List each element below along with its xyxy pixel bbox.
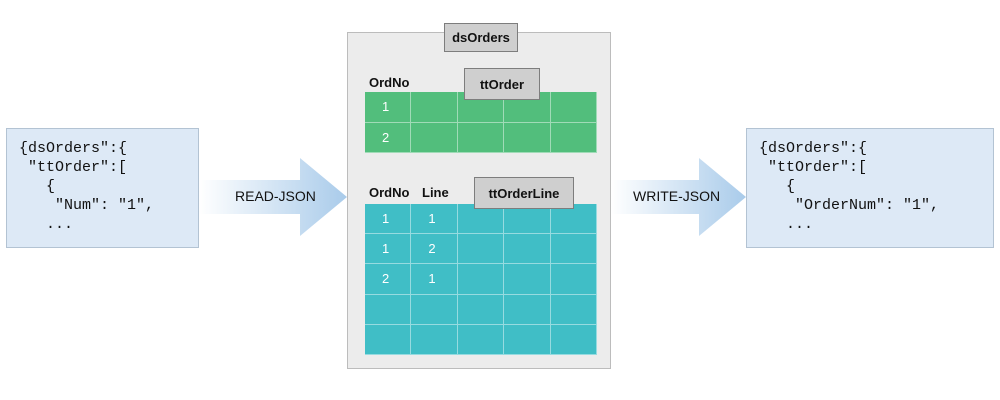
table-cell	[504, 294, 551, 325]
table-cell	[550, 234, 597, 265]
table-cell	[457, 122, 505, 153]
table-cell: 1	[365, 204, 412, 235]
tt-orderline-name: ttOrderLine	[474, 177, 574, 209]
table-cell	[411, 92, 458, 123]
json-line: ...	[759, 216, 814, 233]
table-cell	[457, 234, 505, 265]
table-cell	[504, 92, 551, 123]
table-cell: 2	[411, 234, 458, 265]
json-line: {	[759, 178, 796, 195]
table-cell	[411, 122, 458, 153]
table-cell	[504, 204, 551, 235]
table-cell: 2	[365, 264, 412, 295]
json-line: {dsOrders":{	[19, 140, 128, 157]
json-line: "OrderNum": "1",	[759, 197, 940, 214]
table-cell	[504, 324, 551, 355]
table-cell: 1	[411, 204, 458, 235]
json-line: "Num": "1",	[19, 197, 155, 214]
write-json-arrow	[611, 158, 746, 236]
read-json-label: READ-JSON	[235, 188, 316, 204]
table-cell	[365, 294, 412, 325]
tt-order-col-ordno: OrdNo	[369, 75, 410, 90]
table-cell: 1	[365, 92, 412, 123]
table-cell	[550, 122, 597, 153]
table-cell	[457, 204, 505, 235]
json-input-box: {dsOrders":{ "ttOrder":[ { "Num": "1", .…	[6, 128, 199, 248]
tt-orderline-col-ordno: OrdNo	[369, 185, 410, 200]
table-cell	[411, 294, 458, 325]
table-cell	[550, 264, 597, 295]
table-cell: 1	[411, 264, 458, 295]
table-cell	[550, 294, 597, 325]
json-line: "ttOrder":[	[759, 159, 868, 176]
table-cell	[550, 92, 597, 123]
table-cell: 2	[365, 122, 412, 153]
table-cell	[457, 264, 505, 295]
table-cell	[365, 324, 412, 355]
table-cell	[504, 234, 551, 265]
table-cell	[457, 324, 505, 355]
json-output-box: {dsOrders":{ "ttOrder":[ { "OrderNum": "…	[746, 128, 994, 248]
tt-orderline-col-line: Line	[422, 185, 449, 200]
table-cell	[457, 294, 505, 325]
json-line: {	[19, 178, 56, 195]
table-cell	[504, 122, 551, 153]
table-cell	[457, 92, 505, 123]
table-cell	[504, 264, 551, 295]
dataset-name: dsOrders	[444, 23, 518, 52]
table-cell	[550, 204, 597, 235]
json-line: ...	[19, 216, 74, 233]
json-line: {dsOrders":{	[759, 140, 868, 157]
write-json-label: WRITE-JSON	[633, 188, 721, 204]
table-cell	[411, 324, 458, 355]
read-json-arrow	[199, 158, 347, 236]
table-cell: 1	[365, 234, 412, 265]
tt-order-name: ttOrder	[464, 68, 540, 100]
table-cell	[550, 324, 597, 355]
json-line: "ttOrder":[	[19, 159, 128, 176]
